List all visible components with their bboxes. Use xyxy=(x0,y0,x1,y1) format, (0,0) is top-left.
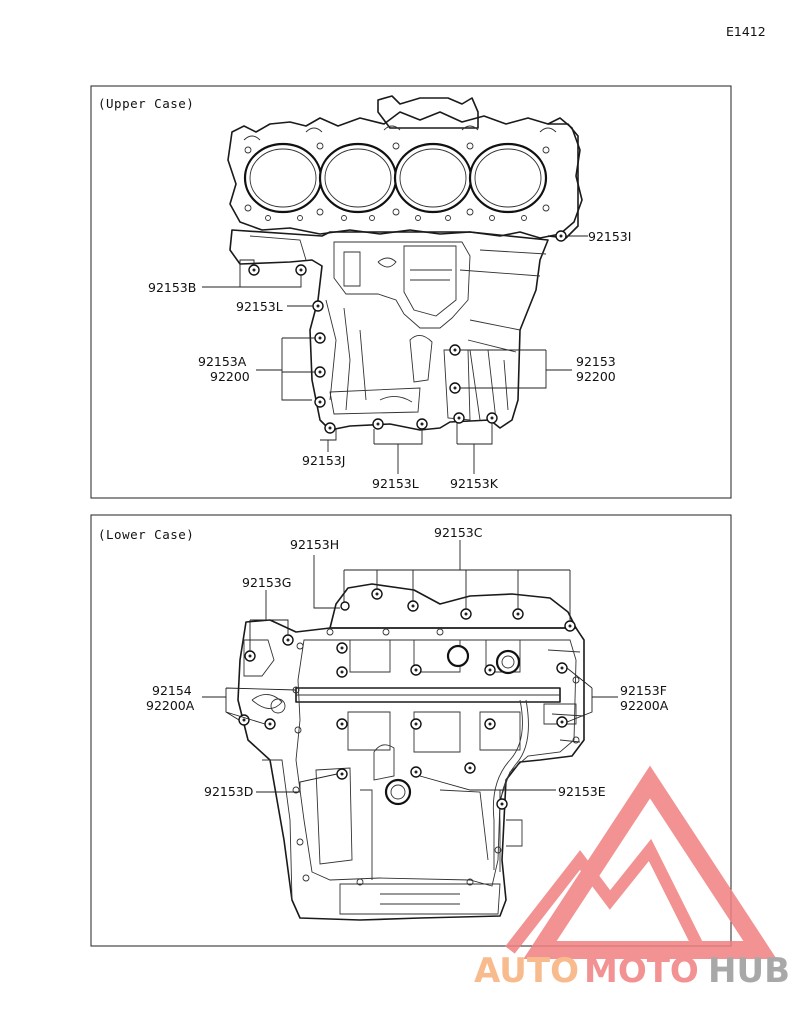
lower-case-panel: (Lower Case) xyxy=(90,514,732,947)
label-92153g: 92153G xyxy=(242,575,291,590)
lower-case-frame xyxy=(90,514,732,947)
label-92200-right: 92200 xyxy=(576,369,616,384)
label-92153: 92153 xyxy=(576,354,616,369)
label-92153l-lower: 92153L xyxy=(372,476,419,491)
label-92153l-upper: 92153L xyxy=(236,299,283,314)
lower-case-bolts xyxy=(238,588,580,886)
upper-case-frame xyxy=(90,85,732,499)
label-92200a-right: 92200A xyxy=(620,698,669,713)
label-92200a-left: 92200A xyxy=(146,698,195,713)
label-92153a: 92153A xyxy=(198,354,247,369)
upper-case-caption: (Upper Case) xyxy=(98,96,194,111)
upper-case-panel: (Upper Case) xyxy=(90,85,732,499)
lower-crankcase-drawing xyxy=(237,583,585,921)
watermark-logo: AUTO MOTO HUB xyxy=(474,765,790,991)
label-92154: 92154 xyxy=(152,683,192,698)
upper-case-bolts xyxy=(248,230,567,434)
label-92153c: 92153C xyxy=(434,525,483,540)
watermark-moto: MOTO xyxy=(584,951,699,991)
label-92200-left: 92200 xyxy=(210,369,250,384)
label-92153i: 92153I xyxy=(588,229,631,244)
label-92153j: 92153J xyxy=(302,453,345,468)
upper-leader-lines xyxy=(202,235,588,474)
label-92153f: 92153F xyxy=(620,683,667,698)
label-92153d: 92153D xyxy=(204,784,253,799)
label-92153e: 92153E xyxy=(558,784,606,799)
diagram-code: E1412 xyxy=(726,24,766,39)
watermark-auto: AUTO xyxy=(474,951,579,991)
lower-case-caption: (Lower Case) xyxy=(98,527,194,542)
label-92153h: 92153H xyxy=(290,537,339,552)
label-92153k: 92153K xyxy=(450,476,499,491)
watermark-hub: HUB xyxy=(708,951,790,991)
label-92153b: 92153B xyxy=(148,280,196,295)
bolt-92153h xyxy=(340,601,350,611)
lower-leader-lines xyxy=(202,540,618,800)
upper-crankcase-drawing xyxy=(227,95,583,431)
